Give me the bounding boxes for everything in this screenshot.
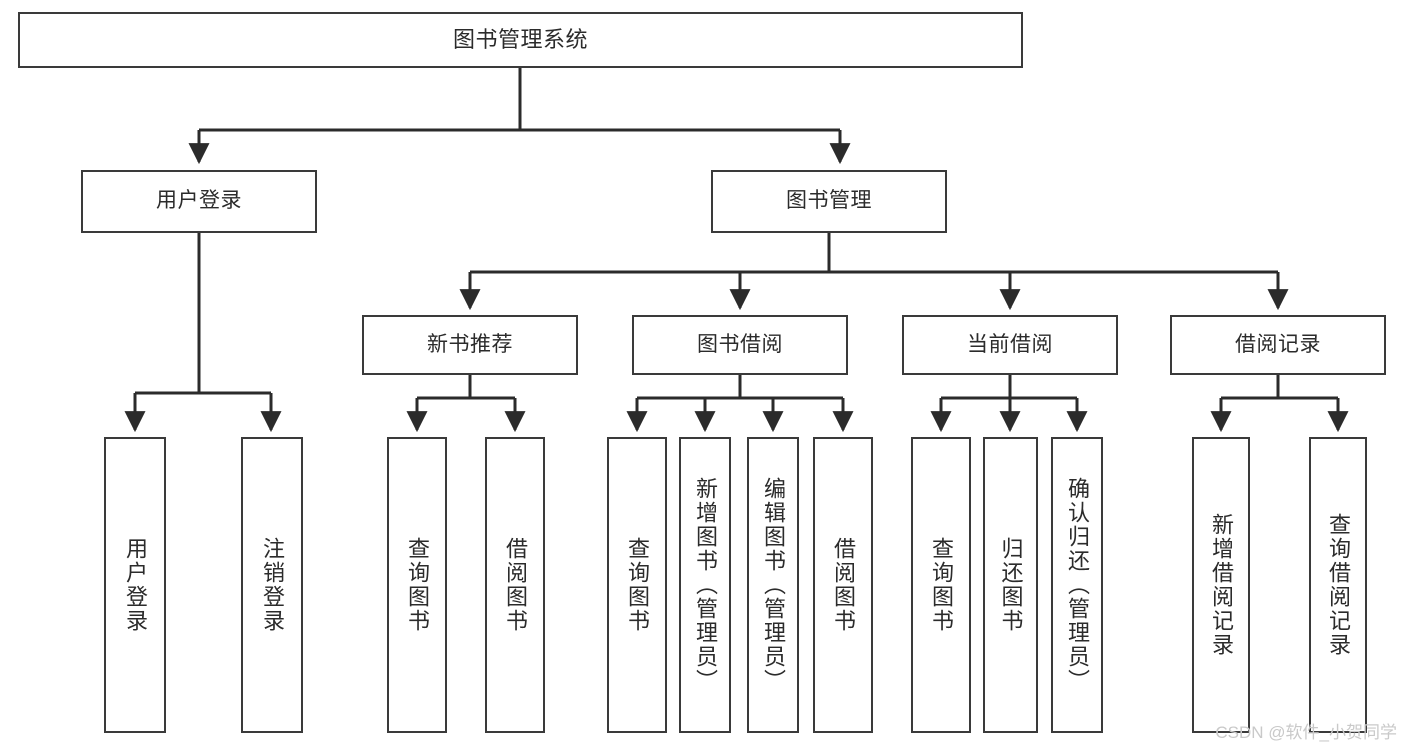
- leaf-borrow-book[interactable]: 借阅图书: [813, 437, 873, 733]
- node-label: 图书借阅: [697, 332, 783, 356]
- leaf-user-logout[interactable]: 注销登录: [241, 437, 303, 733]
- leaf-borrow-book-recommend[interactable]: 借阅图书: [485, 437, 545, 733]
- leaf-return-book[interactable]: 归还图书: [983, 437, 1038, 733]
- node-label: 查询图书: [405, 537, 430, 633]
- node-label: 新增借阅记录: [1209, 513, 1234, 657]
- node-label: 查询图书: [625, 537, 650, 633]
- node-root-book-management-system[interactable]: 图书管理系统: [18, 12, 1023, 68]
- node-label: 用户登录: [156, 189, 242, 213]
- node-label: 图书管理系统: [452, 27, 588, 53]
- node-book-management[interactable]: 图书管理: [711, 170, 947, 233]
- leaf-user-login[interactable]: 用户登录: [104, 437, 166, 733]
- leaf-add-borrow-record[interactable]: 新增借阅记录: [1192, 437, 1250, 733]
- leaf-confirm-return-admin[interactable]: 确认归还（管理员）: [1051, 437, 1103, 733]
- watermark-text: CSDN @软件_小贺同学: [1215, 723, 1397, 742]
- node-new-book-recommend[interactable]: 新书推荐: [362, 315, 578, 375]
- node-label: 查询借阅记录: [1326, 513, 1351, 657]
- node-current-borrow[interactable]: 当前借阅: [902, 315, 1118, 375]
- node-label: 查询图书: [929, 537, 954, 633]
- node-label: 新增图书（管理员）: [693, 477, 718, 693]
- leaf-add-book-admin[interactable]: 新增图书（管理员）: [679, 437, 731, 733]
- leaf-edit-book-admin[interactable]: 编辑图书（管理员）: [747, 437, 799, 733]
- leaf-query-book-current[interactable]: 查询图书: [911, 437, 971, 733]
- node-label: 确认归还（管理员）: [1065, 477, 1090, 693]
- node-label: 借阅图书: [831, 537, 856, 633]
- node-label: 用户登录: [123, 537, 148, 633]
- node-user-login[interactable]: 用户登录: [81, 170, 317, 233]
- leaf-query-borrow-record[interactable]: 查询借阅记录: [1309, 437, 1367, 733]
- node-label: 归还图书: [998, 537, 1024, 633]
- node-label: 编辑图书（管理员）: [761, 477, 786, 693]
- node-label: 借阅图书: [503, 537, 528, 633]
- node-label: 新书推荐: [427, 332, 513, 356]
- node-label: 当前借阅: [967, 332, 1053, 356]
- leaf-query-book[interactable]: 查询图书: [607, 437, 667, 733]
- node-label: 借阅记录: [1235, 332, 1321, 356]
- node-label: 注销登录: [260, 537, 285, 633]
- node-label: 图书管理: [786, 189, 872, 213]
- node-book-borrow[interactable]: 图书借阅: [632, 315, 848, 375]
- leaf-query-book-recommend[interactable]: 查询图书: [387, 437, 447, 733]
- node-borrow-record[interactable]: 借阅记录: [1170, 315, 1386, 375]
